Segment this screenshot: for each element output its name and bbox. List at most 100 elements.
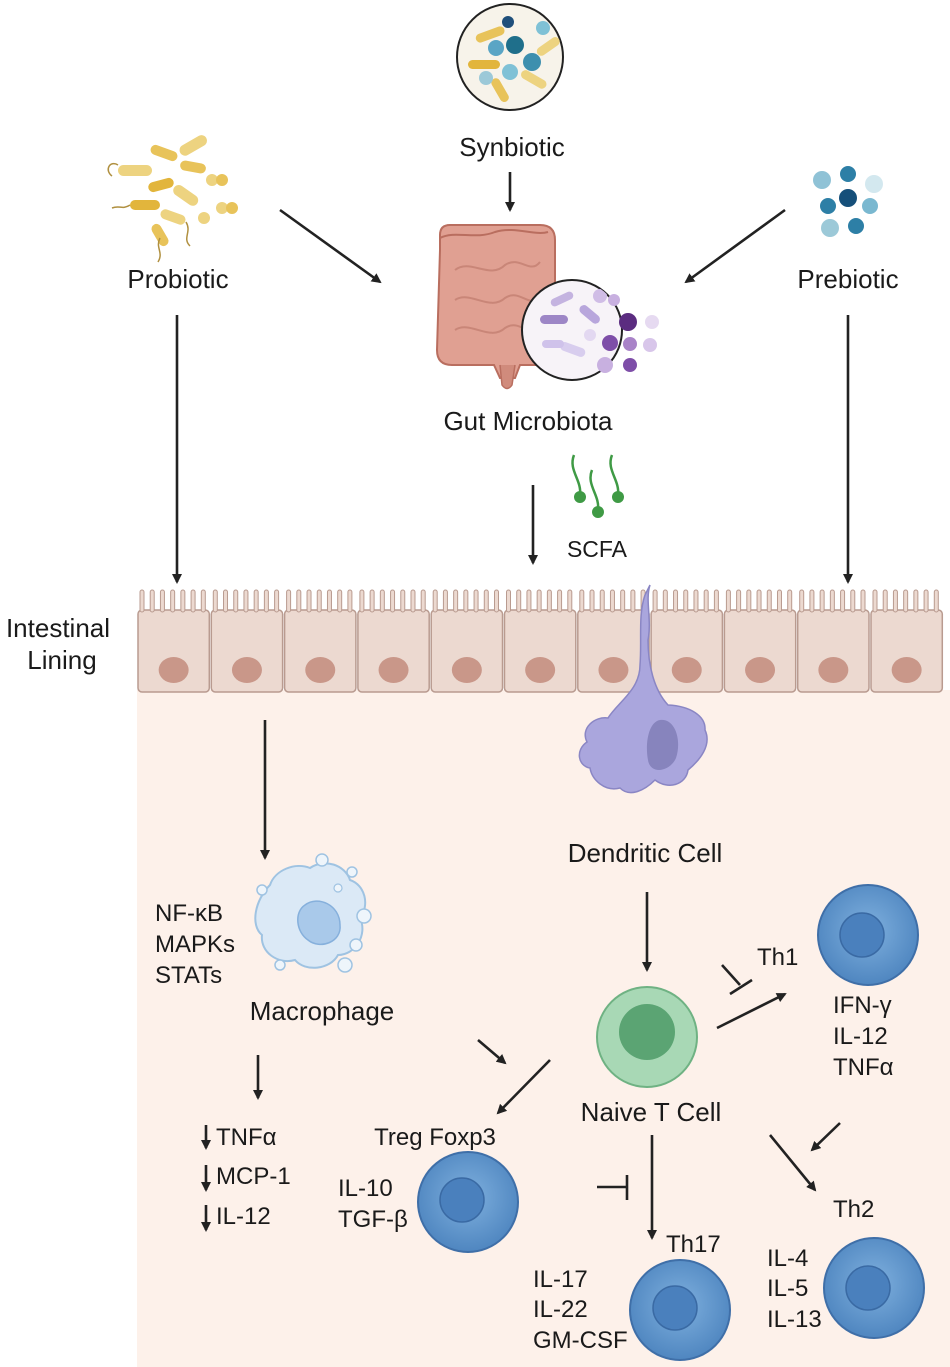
microvillus [296,589,302,613]
microvillus [200,589,206,613]
cytokine-item: IL-17 [533,1266,588,1293]
microvillus [369,589,375,613]
microvillus [180,589,186,613]
scfa-label: SCFA [567,536,628,562]
cytokine-item: TNFα [216,1124,277,1151]
arrow-th1-to-th2 [810,1122,841,1152]
cytokine-item: TNFα [833,1054,894,1081]
lamina-propria [137,690,950,1367]
cytokine-item: IL-5 [767,1275,808,1302]
treg-label: Treg Foxp3 [374,1124,496,1151]
microvillus [652,589,658,613]
gut-microbiota-label: Gut Microbiota [443,406,613,436]
microvillus [233,589,239,613]
microvillus [799,589,805,613]
microvillus [923,589,929,613]
microvillus [253,589,259,613]
cell-nucleus [158,657,189,683]
microvillus [463,589,469,613]
microbiota-zoom-icon [521,279,659,381]
arrow-naive-t-to-th2 [768,1134,817,1192]
th2-cytokines: IL-4 IL-5 IL-13 [767,1245,822,1333]
cell-nucleus [451,657,482,683]
microvillus [620,589,626,613]
microvillus [536,589,542,613]
microvillus [473,589,479,613]
cell-nucleus [598,657,629,683]
cytokine-item: IL-22 [533,1296,588,1323]
microvillus [326,589,332,613]
microvillus [526,589,532,613]
microvillus [379,589,385,613]
dendritic-cell-label: Dendritic Cell [568,838,723,868]
microvillus [766,589,772,613]
macrophage-cytokines: TNFα MCP-1 IL-12 [216,1124,291,1230]
microvillus [746,589,752,613]
microvillus [557,589,563,613]
arrows [172,172,853,1240]
synbiotic-icon [456,3,564,111]
microvillus [567,589,573,613]
cytokine-item: MCP-1 [216,1163,291,1190]
microvillus [316,589,322,613]
cell-nucleus [231,657,262,683]
intestinal-epithelium [137,589,944,693]
dendritic-cell [578,584,708,794]
microvillus [860,589,866,613]
microvillus [546,589,552,613]
synbiotic-label: Synbiotic [459,132,565,162]
arrow-probiotic-to-gut [279,208,382,284]
microvillus [725,589,731,613]
th17-cell [629,1259,731,1361]
microvillus [736,589,742,613]
th1-label: Th1 [757,944,798,971]
microvillus [756,589,762,613]
microvillus [223,589,229,613]
microvillus [829,589,835,613]
intestinal-lining-label-line1: Intestinal [6,613,110,643]
microvillus [787,589,793,613]
microvillus [882,589,888,613]
cytokine-item: IL-12 [833,1023,888,1050]
pathway-item: MAPKs [155,931,235,958]
macrophage-cell [254,853,372,973]
microvillus [840,589,846,613]
prebiotic-dots-icon [813,166,883,237]
microvillus [139,589,145,613]
microvillus [243,589,249,613]
microvillus [589,589,595,613]
microvillus [410,589,416,613]
microvillus [359,589,365,613]
intestinal-lining-label-line2: Lining [27,645,96,675]
microvillus [872,589,878,613]
th17-cytokines: IL-17 IL-22 GM-CSF [533,1266,628,1354]
inhibit-th17 [597,1175,629,1200]
treg-cell [417,1151,519,1253]
microvillus [337,589,343,613]
cell-nucleus [818,657,849,683]
treg-cytokines: IL-10 TGF-β [338,1175,408,1233]
th2-cell [823,1237,925,1339]
arrow-naive-t-to-th1 [716,992,787,1030]
microvillus [274,589,280,613]
microvillus [483,589,489,613]
microvillus [850,589,856,613]
cytokine-item: TGF-β [338,1206,408,1233]
microvillus [432,589,438,613]
microvillus [713,589,719,613]
th17-label: Th17 [666,1231,721,1258]
arrow-naive-t-to-treg [496,1059,551,1115]
microvillus [683,589,689,613]
probiotic-bacteria-icon [107,135,238,263]
th1-cytokines: IFN-γ IL-12 TNFα [833,992,894,1081]
microvillus [903,589,909,613]
microvillus [494,589,499,613]
cytokine-item: IL-13 [767,1306,822,1333]
microvillus [263,589,269,613]
microvillus [579,589,585,613]
inhibit-th1 [721,964,753,996]
cell-nucleus [305,657,336,683]
microvillus [347,589,353,613]
microvillus [306,589,312,613]
microvillus [913,589,919,613]
